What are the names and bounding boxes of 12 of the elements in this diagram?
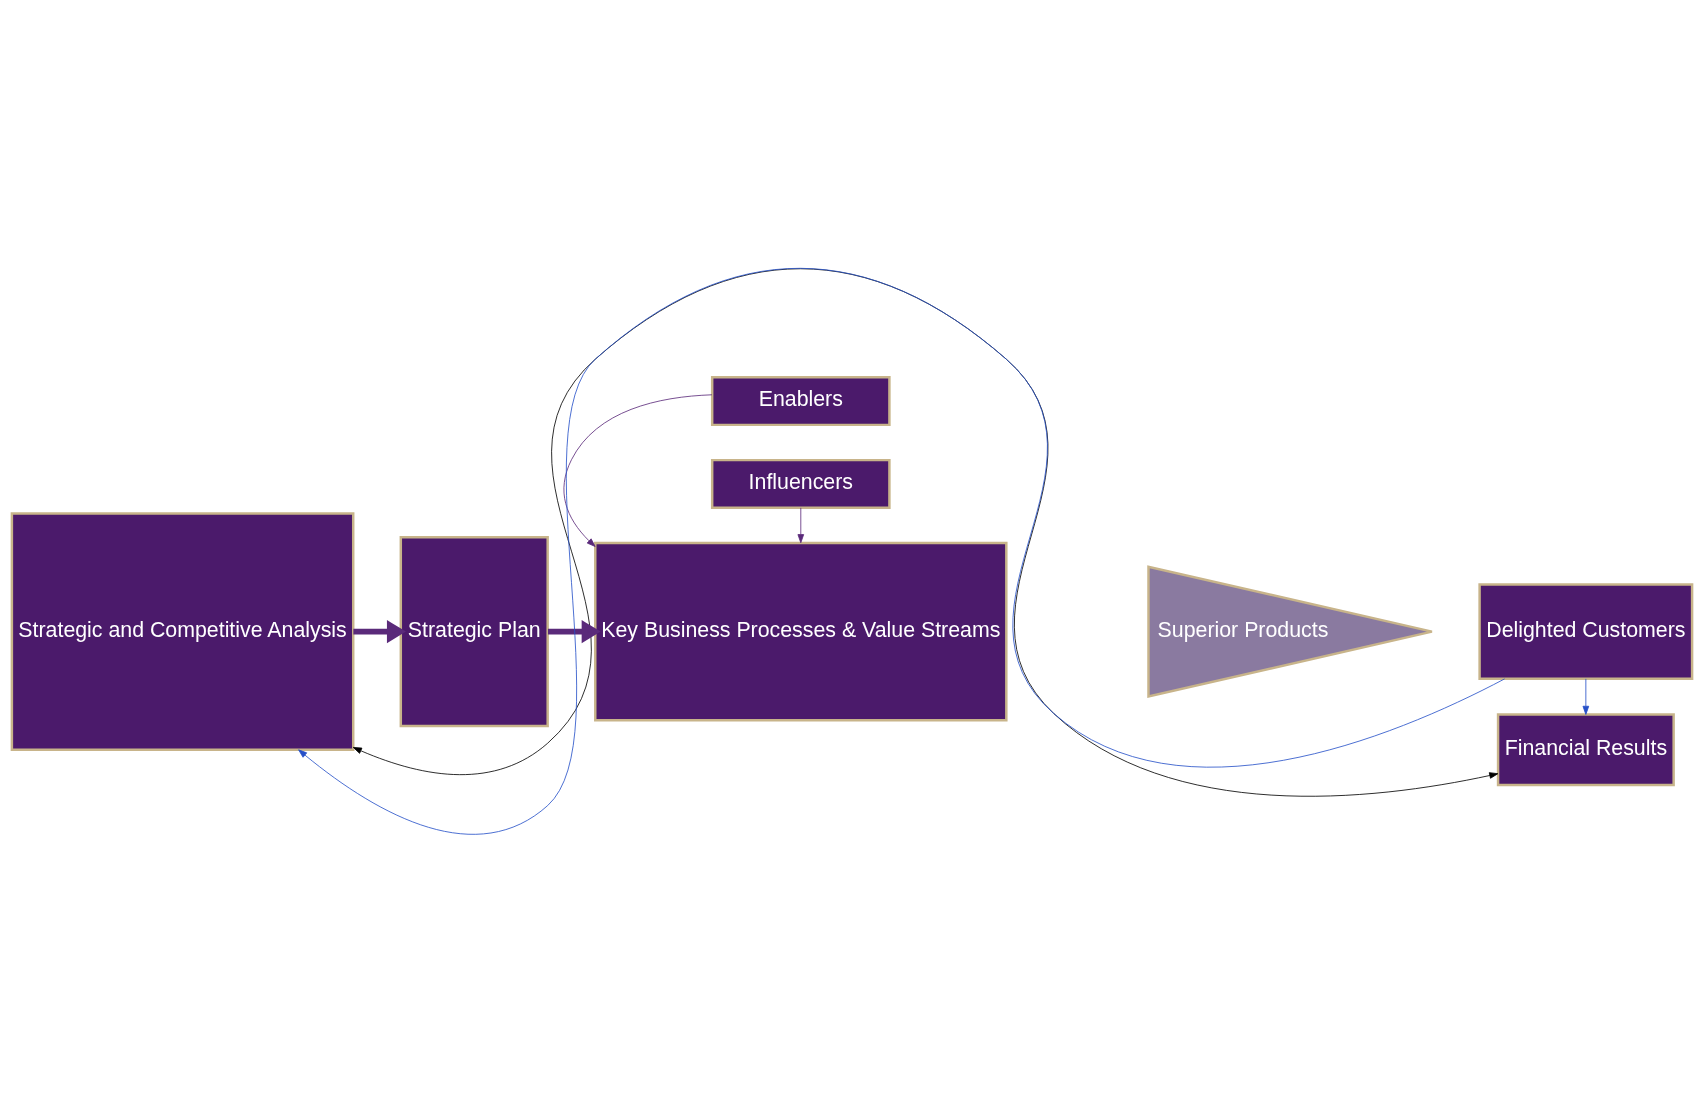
node-box: Strategic Plan (399, 536, 549, 728)
node-box: Delighted Customers (1478, 583, 1694, 681)
node-box: Key Business Processes & Value Streams (594, 541, 1008, 722)
arrow (353, 619, 406, 644)
arrow (797, 507, 805, 544)
arrow (563, 394, 713, 547)
node-box: Influencers (710, 458, 891, 509)
arrow (548, 619, 601, 644)
arrow (1582, 678, 1590, 715)
node-box: Enablers (710, 376, 891, 427)
node-box: Financial Results (1496, 713, 1675, 787)
node-box: Strategic and Competitive Analysis (10, 512, 355, 751)
